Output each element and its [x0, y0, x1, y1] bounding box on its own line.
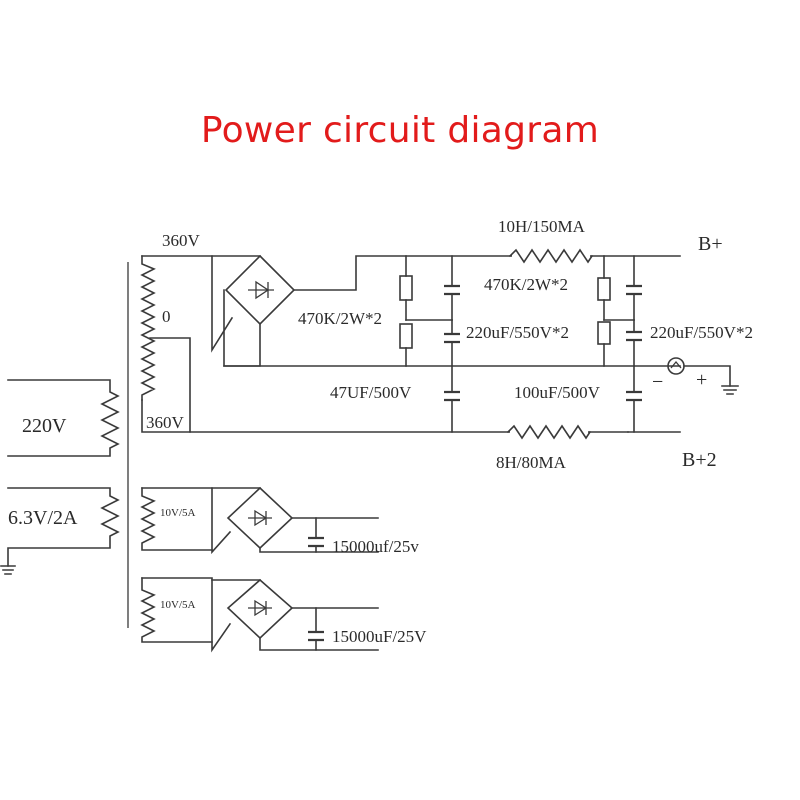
- left-filter-section: [399, 255, 460, 433]
- label-c-left: 220uF/550V*2: [466, 323, 569, 342]
- label-sub2: 10V/5A: [160, 599, 196, 611]
- lv-secondary-2: [140, 577, 379, 653]
- choke-10h: [508, 248, 594, 264]
- hv-secondary-winding: [140, 255, 629, 433]
- label-360v-top: 360V: [162, 231, 201, 250]
- label-sub1: 10V/5A: [160, 507, 196, 519]
- label-choke2: 8H/80MA: [496, 453, 567, 472]
- label-360v-bottom: 360V: [146, 413, 185, 432]
- lv-secondary-1: [140, 486, 379, 555]
- label-c15k-1: 15000uf/25v: [332, 537, 419, 556]
- label-c-right: 220uF/550V*2: [650, 323, 753, 342]
- meter-ground: [667, 357, 739, 395]
- label-c100: 100uF/500V: [514, 383, 601, 402]
- label-bplus: B+: [698, 233, 723, 255]
- hv-bridge-rectifier: [211, 254, 681, 367]
- label-minus: −: [652, 371, 663, 393]
- label-plus: +: [696, 369, 707, 391]
- label-c47: 47UF/500V: [330, 383, 412, 402]
- label-choke1: 10H/150MA: [498, 217, 586, 236]
- label-center-tap: 0: [162, 307, 171, 326]
- label-c15k-2: 15000uF/25V: [332, 627, 427, 646]
- label-r-right: 470K/2W*2: [484, 275, 568, 294]
- diagram-title: Power circuit diagram: [200, 110, 600, 151]
- filament-winding: [0, 487, 120, 575]
- label-bplus2: B+2: [682, 449, 717, 471]
- label-r-left: 470K/2W*2: [298, 309, 382, 328]
- label-filament: 6.3V/2A: [8, 507, 78, 529]
- choke-8h: [506, 424, 681, 440]
- primary-winding: [7, 379, 120, 457]
- label-primary-220v: 220V: [22, 415, 67, 437]
- right-filter-section: [597, 255, 642, 433]
